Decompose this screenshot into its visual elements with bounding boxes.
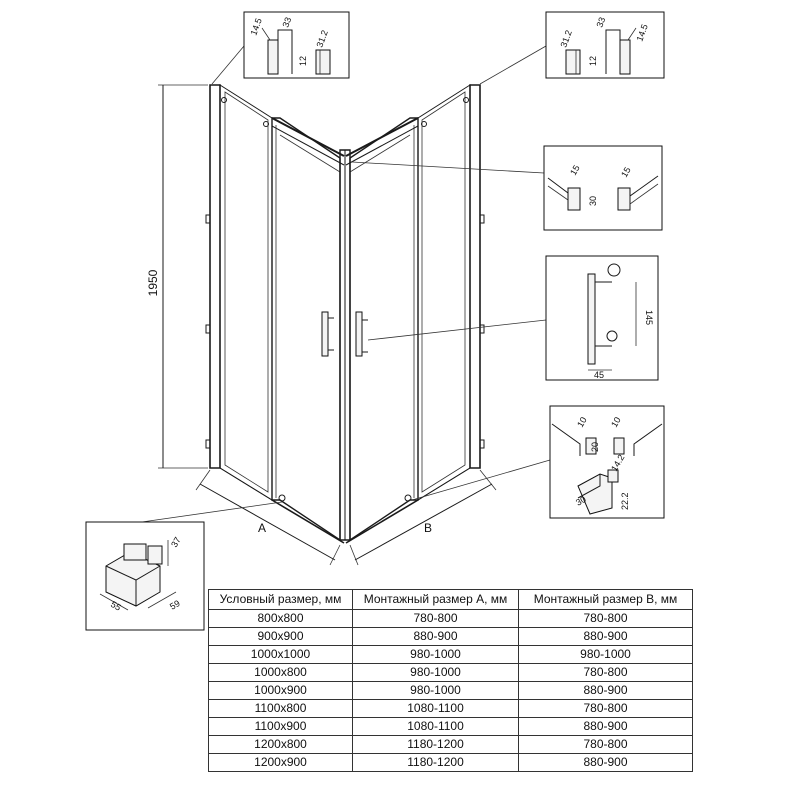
height-label: 1950 bbox=[146, 269, 160, 296]
left-fixed-panel bbox=[209, 84, 221, 469]
left-handle bbox=[321, 311, 334, 357]
detail-bottom-block: 37 55 59 bbox=[85, 521, 205, 631]
detail-top-rail: 15 30 15 bbox=[543, 145, 663, 231]
svg-text:22.2: 22.2 bbox=[620, 492, 630, 510]
header-nominal-size: Условный размер, мм bbox=[208, 589, 353, 610]
detail-bottom-guide: 10 20 10 14.2 22.2 30 bbox=[549, 405, 665, 519]
svg-text:30: 30 bbox=[574, 494, 588, 508]
table-header-row: Условный размер, мм Монтажный размер A, … bbox=[208, 589, 693, 610]
detail-top-left-profile: 14.5 33 31.2 12 bbox=[243, 11, 350, 79]
width-a-dimension: A bbox=[195, 469, 341, 566]
svg-text:15: 15 bbox=[619, 165, 633, 179]
width-b-dimension: B bbox=[349, 469, 497, 566]
svg-text:59: 59 bbox=[168, 598, 182, 612]
svg-text:55: 55 bbox=[109, 599, 123, 613]
svg-text:45: 45 bbox=[594, 370, 604, 380]
right-fixed-panel bbox=[469, 84, 481, 469]
svg-text:15: 15 bbox=[568, 163, 582, 177]
left-sliding-door bbox=[271, 117, 341, 542]
enclosure bbox=[205, 84, 485, 544]
svg-text:33: 33 bbox=[280, 16, 293, 29]
detail-top-right-profile: 31.2 33 14.5 12 bbox=[545, 11, 665, 79]
svg-text:37: 37 bbox=[169, 535, 183, 549]
leader-lines bbox=[85, 45, 551, 531]
detail-handle: 145 45 bbox=[545, 255, 659, 381]
svg-text:10: 10 bbox=[609, 415, 623, 429]
svg-text:30: 30 bbox=[588, 196, 598, 206]
svg-text:145: 145 bbox=[644, 310, 654, 325]
side-b-label: B bbox=[424, 521, 432, 535]
right-handle bbox=[355, 311, 368, 357]
svg-text:12: 12 bbox=[588, 56, 598, 66]
height-dimension: 1950 bbox=[146, 84, 208, 469]
svg-text:20: 20 bbox=[590, 442, 600, 452]
header-mounting-a: Монтажный размер A, мм bbox=[352, 589, 519, 610]
svg-text:10: 10 bbox=[575, 415, 589, 429]
svg-text:33: 33 bbox=[594, 16, 607, 29]
header-mounting-b: Монтажный размер B, мм bbox=[518, 589, 693, 610]
svg-text:12: 12 bbox=[298, 56, 308, 66]
side-a-label: A bbox=[258, 521, 266, 535]
size-table: Условный размер, мм Монтажный размер A, … bbox=[208, 589, 693, 772]
